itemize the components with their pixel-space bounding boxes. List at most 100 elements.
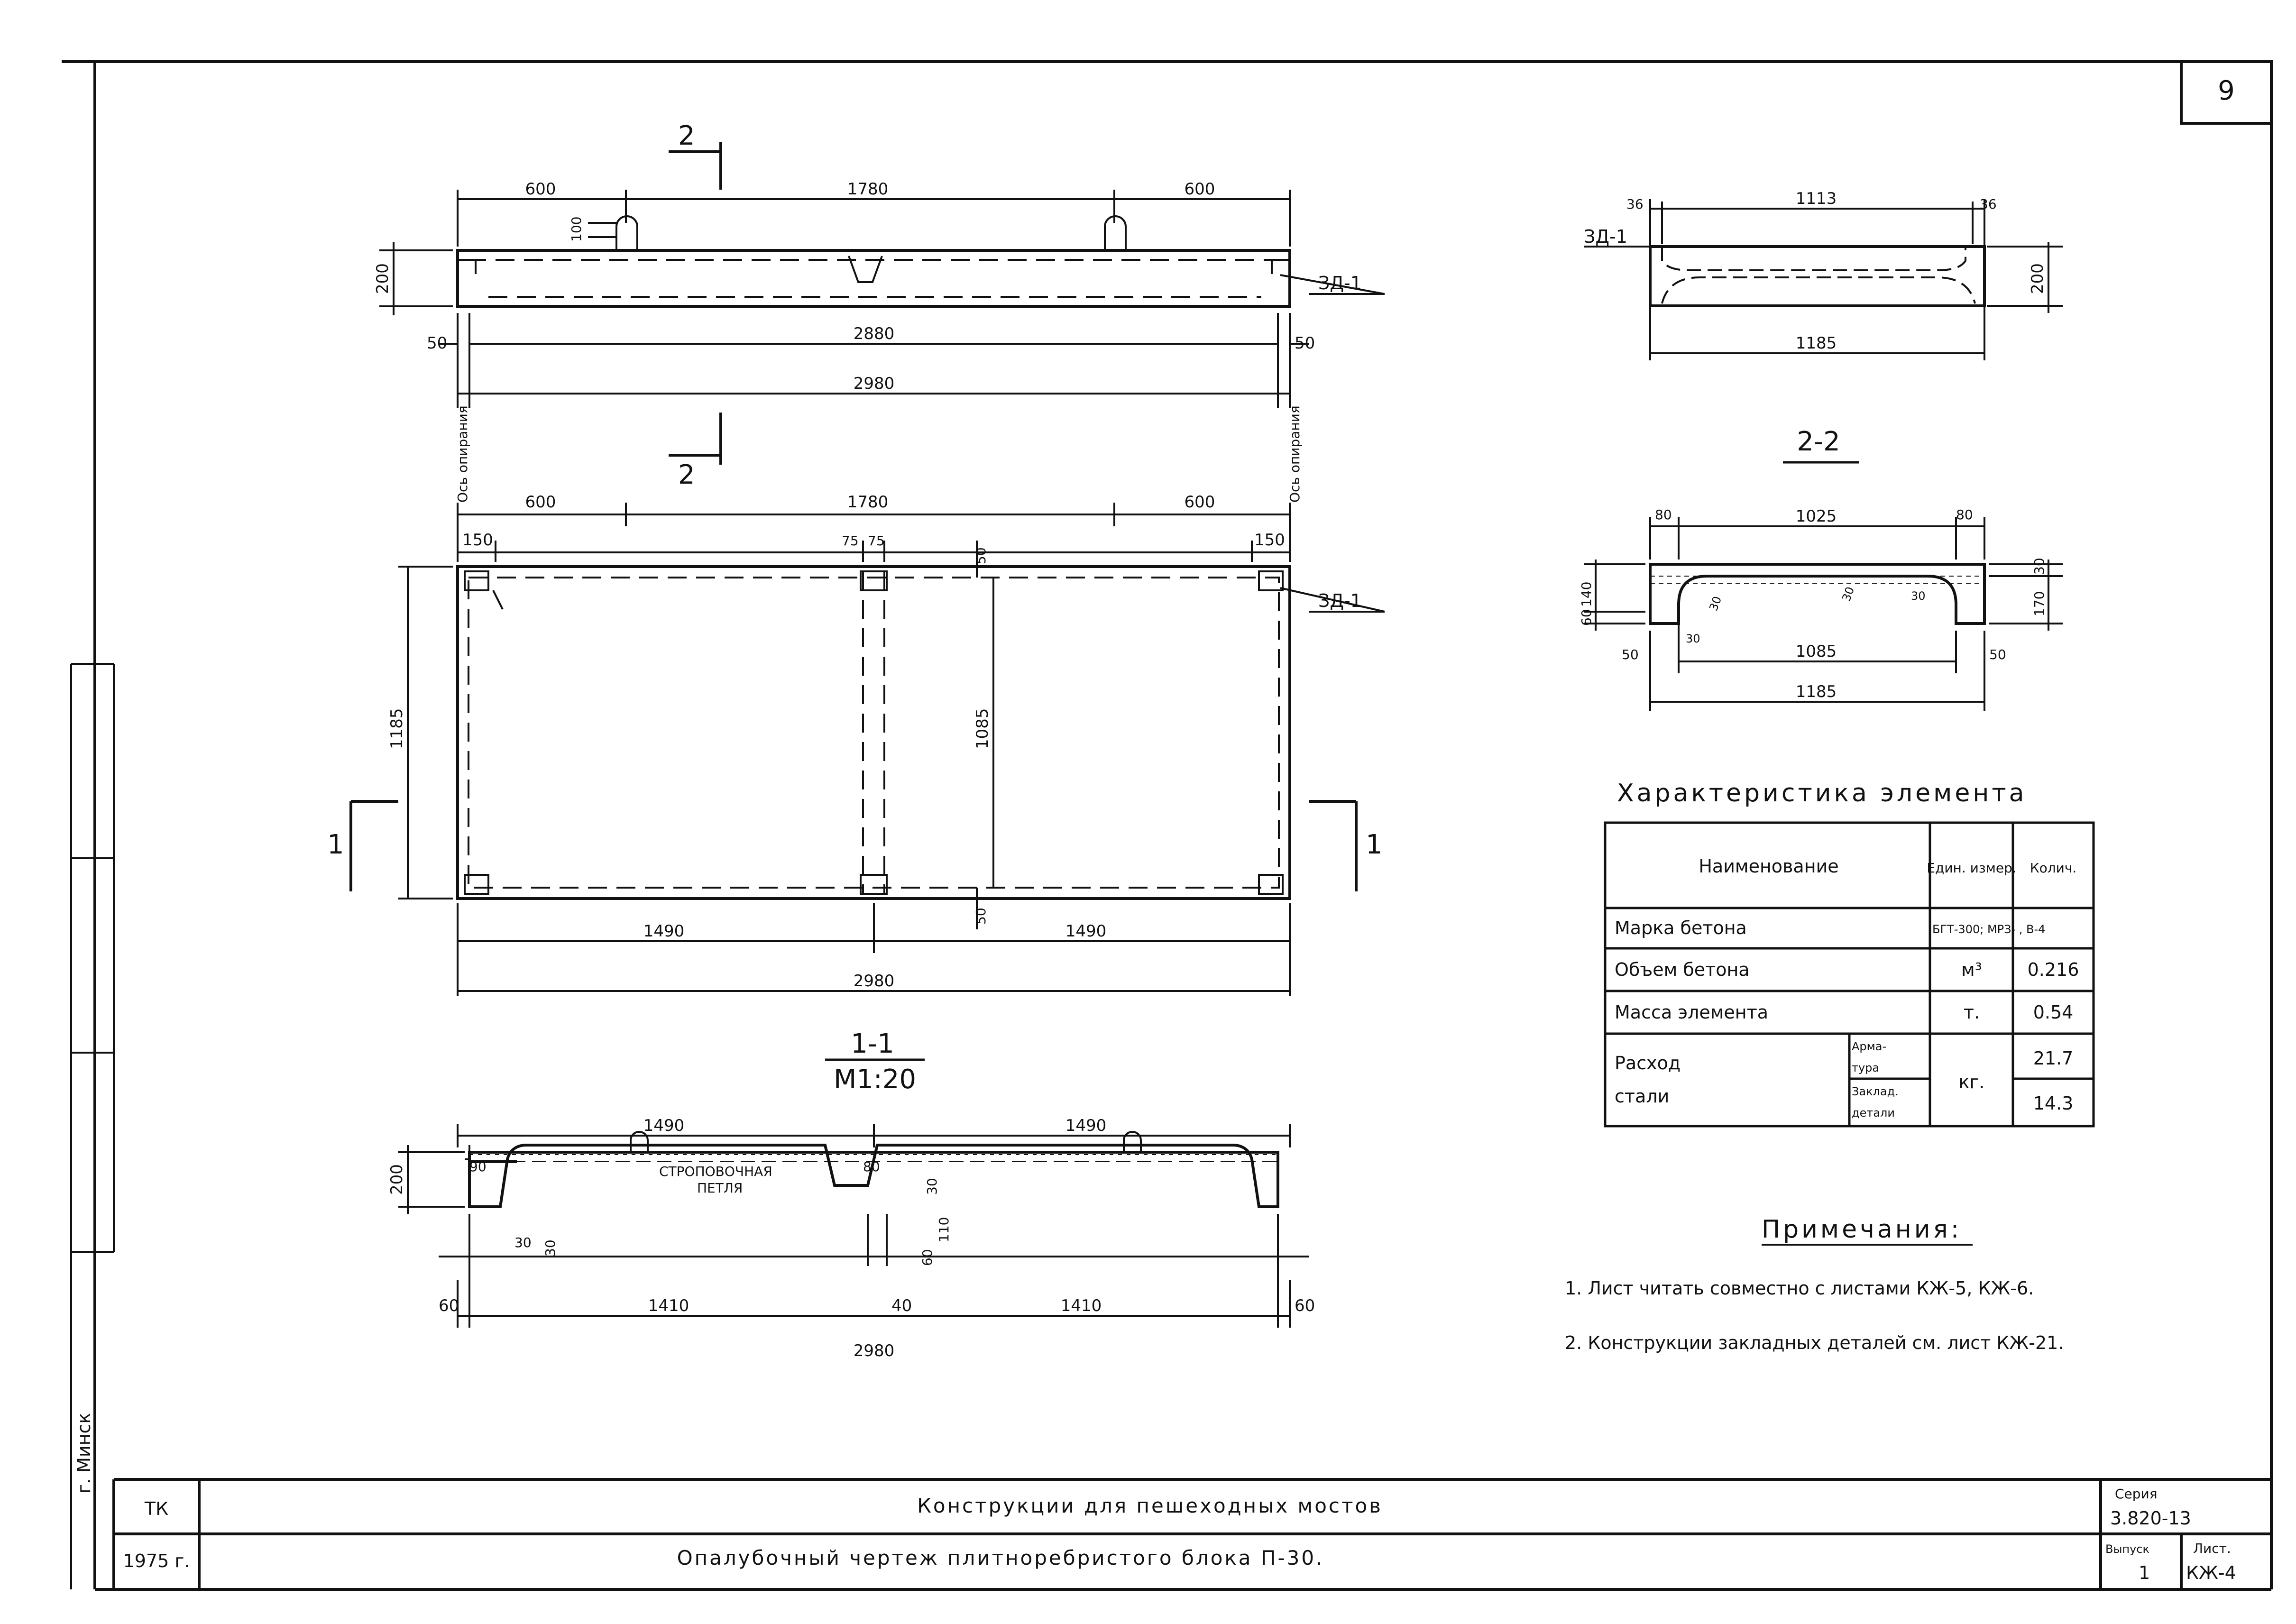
note-2: 2. Конструкции закладных деталей см. лис… xyxy=(1565,1332,2064,1353)
row-steel-sub-2: тура xyxy=(1852,1061,1879,1074)
plan-dim-1780: 1780 xyxy=(847,493,889,512)
s22-dim-30-a: 30 xyxy=(1707,595,1724,613)
tb-year: 1975 г. xyxy=(123,1551,190,1571)
plan-dim-75-left: 75 xyxy=(842,533,859,549)
s11-loop-label-1: СТРОПОВОЧНАЯ xyxy=(659,1164,772,1179)
s22-dim-80-right: 80 xyxy=(1956,507,1973,523)
s11-dim-90: 90 xyxy=(469,1159,487,1174)
plan-dim-overall: 2980 xyxy=(854,972,895,991)
row-steel-rebar-qty: 21.7 xyxy=(2033,1048,2074,1069)
s11-dim-60-right: 60 xyxy=(1295,1296,1315,1315)
s22-dim-50-left: 50 xyxy=(1622,647,1639,662)
s11-dim-1490-left: 1490 xyxy=(643,1116,685,1135)
row-concrete-grade-value: БГТ-300; МРЗ- , В-4 xyxy=(1932,923,2045,936)
cut-mark-1-left: 1 xyxy=(327,829,344,860)
row-steel-sub-4: детали xyxy=(1852,1106,1895,1119)
elev-dim-overall: 2980 xyxy=(854,374,895,393)
s11-loop-label-2: ПЕТЛЯ xyxy=(697,1180,743,1196)
s11-dim-30-a: 30 xyxy=(514,1235,532,1250)
s11-dim-30-b: 30 xyxy=(542,1239,558,1257)
end-section-labels: 36 36 1113 ЗД-1 200 1185 xyxy=(1584,189,2047,353)
s11-dim-110: 110 xyxy=(936,1217,952,1242)
s11-dim-60: 60 xyxy=(919,1249,935,1266)
end-dim-top: 1113 xyxy=(1796,189,1837,208)
margin-city: г. Минск xyxy=(73,1413,94,1494)
cut-mark-2-bottom: 2 xyxy=(678,459,695,490)
page-number-box: 9 xyxy=(2180,60,2273,125)
section-1-1-dimension-drawing xyxy=(398,1124,1309,1328)
s11-dim-60-left: 60 xyxy=(439,1296,459,1315)
section-1-1-labels: 1490 1490 90 80 30 СТРОПОВОЧНАЯ ПЕТЛЯ 20… xyxy=(387,1116,1315,1360)
table-header-name: Наименование xyxy=(1699,856,1838,877)
row-steel-sub-1: Арма- xyxy=(1852,1040,1886,1053)
end-dim-height: 200 xyxy=(2028,263,2047,294)
section-2-2-title: 2-2 xyxy=(1783,426,1859,464)
tb-series-label: Серия xyxy=(2115,1486,2158,1502)
plan-rib-offset-bottom: 50 xyxy=(973,908,989,925)
sheet-frame xyxy=(62,60,2273,1591)
characteristics-title: Характеристика элемента xyxy=(1617,779,2027,807)
characteristics-table xyxy=(1604,821,2095,1128)
elev-dim-span: 2880 xyxy=(854,324,895,343)
characteristics-cells: Наименование Един. измер. Колич. Марка б… xyxy=(1615,856,2079,1119)
tb-series: 3.820-13 xyxy=(2110,1508,2191,1529)
plan-dim-75-right: 75 xyxy=(868,533,885,549)
end-section-view xyxy=(1584,199,2063,360)
title-block-text: ТК 1975 г. Конструкции для пешеходных мо… xyxy=(123,1486,2236,1583)
s22-dim-30-d: 30 xyxy=(1686,632,1700,645)
plan-dim-150-left: 150 xyxy=(462,531,493,550)
cut-mark-2-top: 2 xyxy=(678,120,695,151)
plan-dim-half-left: 1490 xyxy=(643,922,685,941)
row-steel-embedded-qty: 14.3 xyxy=(2033,1093,2074,1114)
elevation-labels: 600 1780 600 100 200 ЗД-1 50 50 2880 298… xyxy=(373,180,1362,503)
s11-dim-30-top: 30 xyxy=(924,1178,940,1195)
s11-dim-overall: 2980 xyxy=(854,1341,895,1360)
tb-drawing: Опалубочный чертеж плитноребристого блок… xyxy=(677,1546,1324,1569)
cut-mark-1 xyxy=(349,800,1358,891)
row-concrete-volume-qty: 0.216 xyxy=(2028,959,2079,980)
plan-dim-150-right: 150 xyxy=(1254,531,1285,550)
row-mass-name: Масса элемента xyxy=(1615,1002,1768,1023)
notes: Примечания: 1. Лист читать совместно с л… xyxy=(1565,1215,2064,1353)
note-1: 1. Лист читать совместно с листами КЖ-5,… xyxy=(1565,1278,2034,1299)
page-number: 9 xyxy=(2218,75,2235,106)
section-1-1-extension-lines xyxy=(468,1145,470,1159)
plan-dim-600-right: 600 xyxy=(1185,493,1215,512)
row-concrete-volume-unit: м³ xyxy=(1961,959,1982,980)
row-mass-qty: 0.54 xyxy=(2033,1002,2074,1023)
row-concrete-grade-name: Марка бетона xyxy=(1615,918,1747,938)
s22-dim-60: 60 xyxy=(1579,609,1594,626)
end-dim-bottom: 1185 xyxy=(1796,334,1837,353)
row-steel-name-1: Расход xyxy=(1615,1053,1681,1073)
s22-dim-30-b: 30 xyxy=(1839,585,1857,603)
table-header-unit: Един. измер. xyxy=(1927,860,2016,876)
cut-mark-2 xyxy=(669,142,722,465)
plan-dim-width: 1185 xyxy=(387,708,406,749)
plan-rib-offset-top: 50 xyxy=(973,547,989,564)
elevation-view xyxy=(379,190,1385,408)
tb-project: Конструкции для пешеходных мостов xyxy=(917,1494,1383,1517)
row-concrete-volume-name: Объем бетона xyxy=(1615,959,1750,980)
s22-dim-80-left: 80 xyxy=(1655,507,1672,523)
tb-issue: 1 xyxy=(2139,1562,2150,1583)
s22-dim-50-right: 50 xyxy=(1989,647,2006,662)
s22-dim-bottom: 1185 xyxy=(1796,682,1837,701)
elev-ref-zd: ЗД-1 xyxy=(1318,273,1362,294)
row-mass-unit: т. xyxy=(1964,1002,1980,1023)
row-steel-unit: кг. xyxy=(1959,1072,1985,1092)
end-dim-36-left: 36 xyxy=(1626,196,1644,212)
plan-dim-half-right: 1490 xyxy=(1065,922,1107,941)
tb-sheet: КЖ-4 xyxy=(2186,1562,2236,1583)
support-axis-right: Ось опирания xyxy=(1287,405,1303,503)
support-axis-left: Ось опирания xyxy=(455,405,470,503)
plan-dim-600-left: 600 xyxy=(525,493,556,512)
tb-issue-label: Выпуск xyxy=(2105,1542,2149,1556)
s11-dim-1410-right: 1410 xyxy=(1061,1296,1102,1315)
tb-sheet-label: Лист. xyxy=(2193,1541,2231,1556)
plan-view xyxy=(398,503,1385,996)
elev-dim-loop: 100 xyxy=(569,217,584,242)
section-1-1-label: 1-1 xyxy=(851,1028,894,1059)
s11-dim-80: 80 xyxy=(863,1159,880,1174)
s11-dim-height: 200 xyxy=(387,1164,406,1195)
